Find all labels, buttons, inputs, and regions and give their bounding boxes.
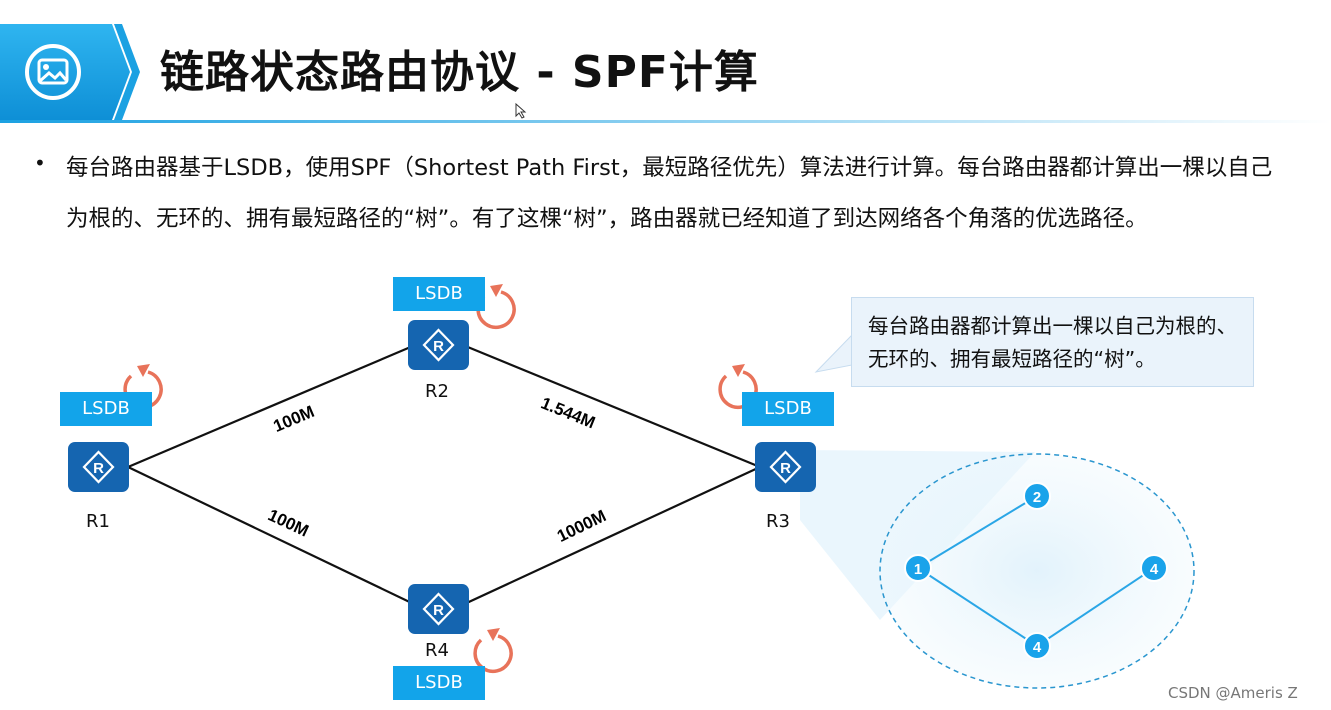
header-banner [0,24,1331,123]
page-title: 链路状态路由协议 - SPF计算 [160,47,759,98]
lsdb-tag-r1: LSDB [60,392,152,426]
link-r1-r4 [127,466,421,608]
link-label-r1-r2: 100M [271,402,318,436]
spf-tree-bubble [879,453,1195,689]
svg-text:R: R [780,460,791,477]
router-r2-label: R2 [425,381,449,402]
bullet-marker: • [34,151,46,175]
tree-node-right [1140,554,1168,582]
link-label-r2-r3: 1.544M [538,393,598,432]
router-r3-icon: R [755,442,816,492]
description-text: 每台路由器基于LSDB，使用SPF（Shortest Path First，最短… [66,155,1273,232]
tree-node-root-label: 1 [914,561,922,578]
link-r4-r3 [457,466,761,608]
router-r3-label: R3 [766,511,790,532]
svg-text:R: R [93,460,104,477]
tree-node-root [904,554,932,582]
refresh-icon-r4 [473,628,513,674]
router-r1-label: R1 [86,511,110,532]
callout-box: 每台路由器都计算出一棵以自己为根的、无环的、拥有最短路径的“树”。 [851,297,1254,387]
router-r4-label: R4 [425,640,449,661]
link-r2-r3 [457,341,761,469]
watermark: CSDN @Ameris Z [1168,684,1298,702]
slide-header: 链路状态路由协议 - SPF计算 [0,0,1331,130]
tree-node-right-label: 4 [1150,561,1159,578]
lsdb-tag-r3: LSDB [742,392,834,426]
router-r4-icon: R [408,584,469,634]
tree-node-bottom-label: 4 [1033,639,1042,656]
lsdb-tag-r4: LSDB [393,666,485,700]
tree-node-bottom [1023,632,1051,660]
mouse-cursor-icon [515,102,527,119]
callout-pointer [814,333,853,373]
spf-tree: 1 2 4 4 [904,482,1168,660]
router-r1-icon: R [68,442,129,492]
svg-text:R: R [433,602,444,619]
image-icon [25,44,81,100]
tree-node-top [1023,482,1051,510]
lsdb-tag-r2: LSDB [393,277,485,311]
link-r1-r2 [127,341,421,469]
svg-text:R: R [433,338,444,355]
tree-node-top-label: 2 [1033,489,1041,506]
router-r2-icon: R [408,320,469,370]
